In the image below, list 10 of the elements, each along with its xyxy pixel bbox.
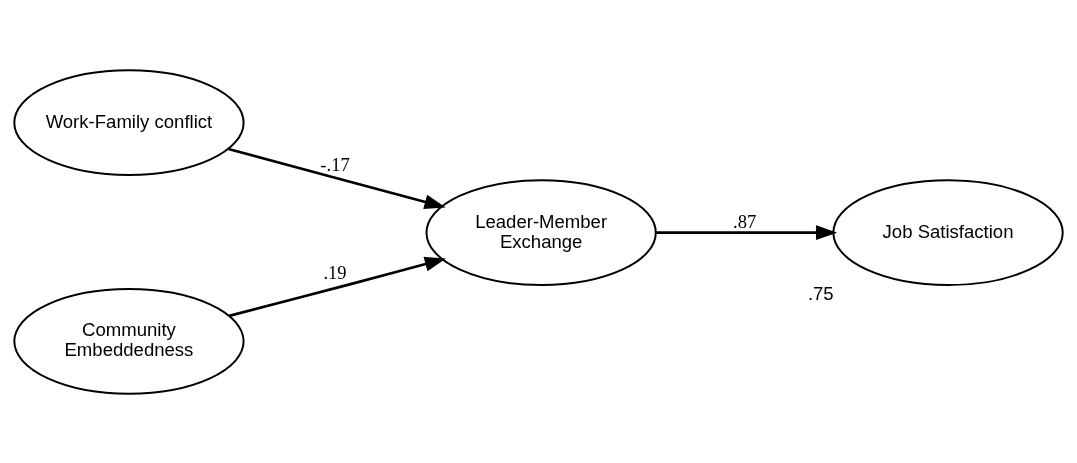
node-ellipse: Job Satisfaction: [832, 178, 1064, 286]
edge-label: -.17: [320, 153, 350, 175]
arrow: [656, 224, 838, 240]
node-ellipse: Community Embeddedness: [13, 287, 245, 395]
edge-label: .19: [323, 261, 347, 283]
node-ellipse: Work-Family conflict: [13, 68, 245, 176]
edge-label: .87: [733, 210, 757, 232]
arrow: [228, 256, 446, 317]
node-label: .75: [807, 282, 834, 304]
arrow: [228, 147, 446, 209]
